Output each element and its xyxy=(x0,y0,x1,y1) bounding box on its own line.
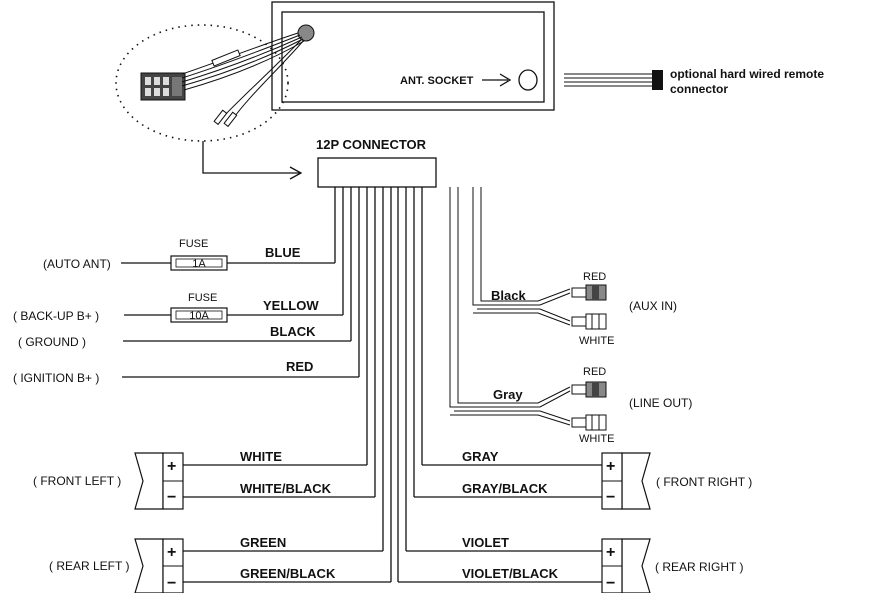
ant-socket xyxy=(518,69,538,91)
rca-aux-wire-label: Black xyxy=(491,288,526,303)
wire-green-black-label: GREEN/BLACK xyxy=(240,566,336,581)
fuse-label-auto-ant: FUSE xyxy=(179,238,208,250)
fuse-value-backup: 10A xyxy=(189,310,209,322)
left-connector-drops xyxy=(334,187,392,582)
speaker-front-right-label: ( FRONT RIGHT ) xyxy=(656,475,752,489)
wire-white-black-label: WHITE/BLACK xyxy=(240,481,332,496)
speaker-rear-left-label: ( REAR LEFT ) xyxy=(49,559,129,573)
connector-label: 12P CONNECTOR xyxy=(316,137,427,152)
minus-icon: − xyxy=(606,575,615,592)
terminal-auto-ant: (AUTO ANT) xyxy=(43,257,111,271)
rca-aux-red-label: RED xyxy=(583,271,606,283)
minus-icon: − xyxy=(167,575,176,592)
rca-aux-white-plug: WHITE xyxy=(571,313,614,347)
minus-icon: − xyxy=(606,489,615,506)
right-connector-drops xyxy=(397,187,423,582)
plus-icon: + xyxy=(606,458,615,475)
arrow-right-icon xyxy=(482,73,512,87)
arrow-to-connector-icon xyxy=(202,141,303,180)
remote-connector: optional hard wired remote connector xyxy=(564,67,824,96)
wire-gray-black-label: GRAY/BLACK xyxy=(462,481,548,496)
speaker-front-left-label: ( FRONT LEFT ) xyxy=(33,474,121,488)
fuse-label-backup: FUSE xyxy=(188,292,217,304)
ant-socket-label: ANT. SOCKET xyxy=(400,75,474,87)
harness-detail xyxy=(115,24,305,142)
rca-line-wire-label: Gray xyxy=(493,387,523,402)
wire-ground: ( GROUND ) BLACK xyxy=(18,324,351,349)
rca-line-cable: Gray xyxy=(449,187,571,426)
wire-color-blue: BLUE xyxy=(265,245,301,260)
speaker-front-right: + − GRAY GRAY/BLACK ( FRONT RIGHT ) xyxy=(414,449,752,510)
rca-line-white-plug: WHITE xyxy=(571,414,614,445)
rca-aux-red-plug: RED xyxy=(571,271,607,301)
rca-line-white-label: WHITE xyxy=(579,433,614,445)
wire-backup: ( BACK-UP B+ ) FUSE 10A YELLOW xyxy=(13,292,343,323)
harness-plug xyxy=(140,72,186,101)
wire-violet-black-label: VIOLET/BLACK xyxy=(462,566,559,581)
terminal-ignition: ( IGNITION B+ ) xyxy=(13,371,99,385)
minus-icon: − xyxy=(167,489,176,506)
plus-icon: + xyxy=(167,458,176,475)
speaker-rear-right-label: ( REAR RIGHT ) xyxy=(655,560,743,574)
terminal-ground: ( GROUND ) xyxy=(18,335,86,349)
remote-label-line1: optional hard wired remote xyxy=(670,67,824,81)
rca-aux-white-label: WHITE xyxy=(579,335,614,347)
rca-line-red-label: RED xyxy=(583,366,606,378)
twelve-pin-connector xyxy=(317,157,437,188)
head-unit: ANT. SOCKET xyxy=(271,1,555,111)
plus-icon: + xyxy=(606,544,615,561)
wire-ignition: ( IGNITION B+ ) RED xyxy=(13,359,359,385)
plus-icon: + xyxy=(167,544,176,561)
wire-violet-label: VIOLET xyxy=(462,535,509,550)
rca-line-red-plug: RED xyxy=(571,366,607,398)
wire-color-yellow: YELLOW xyxy=(263,298,319,313)
speaker-front-left: ( FRONT LEFT ) + − WHITE WHITE/BLACK xyxy=(33,449,375,510)
line-out-label: (LINE OUT) xyxy=(629,396,692,410)
speaker-rear-right: + − VIOLET VIOLET/BLACK ( REAR RIGHT ) xyxy=(398,535,743,593)
fuse-value-auto-ant: 1A xyxy=(192,258,206,270)
harness-cables xyxy=(181,32,305,128)
speaker-rear-left: ( REAR LEFT ) + − GREEN GREEN/BLACK xyxy=(49,535,391,593)
rca-aux-cable: Black xyxy=(472,187,571,326)
wire-white-label: WHITE xyxy=(240,449,282,464)
wire-color-black: BLACK xyxy=(270,324,316,339)
wire-auto-ant: (AUTO ANT) FUSE 1A BLUE xyxy=(43,238,335,271)
wire-color-red: RED xyxy=(286,359,313,374)
aux-in-label: (AUX IN) xyxy=(629,299,677,313)
terminal-backup: ( BACK-UP B+ ) xyxy=(13,309,99,323)
remote-label-line2: connector xyxy=(670,82,728,96)
wire-gray-label: GRAY xyxy=(462,449,499,464)
wire-green-label: GREEN xyxy=(240,535,286,550)
harness-exit-knob xyxy=(297,24,315,42)
